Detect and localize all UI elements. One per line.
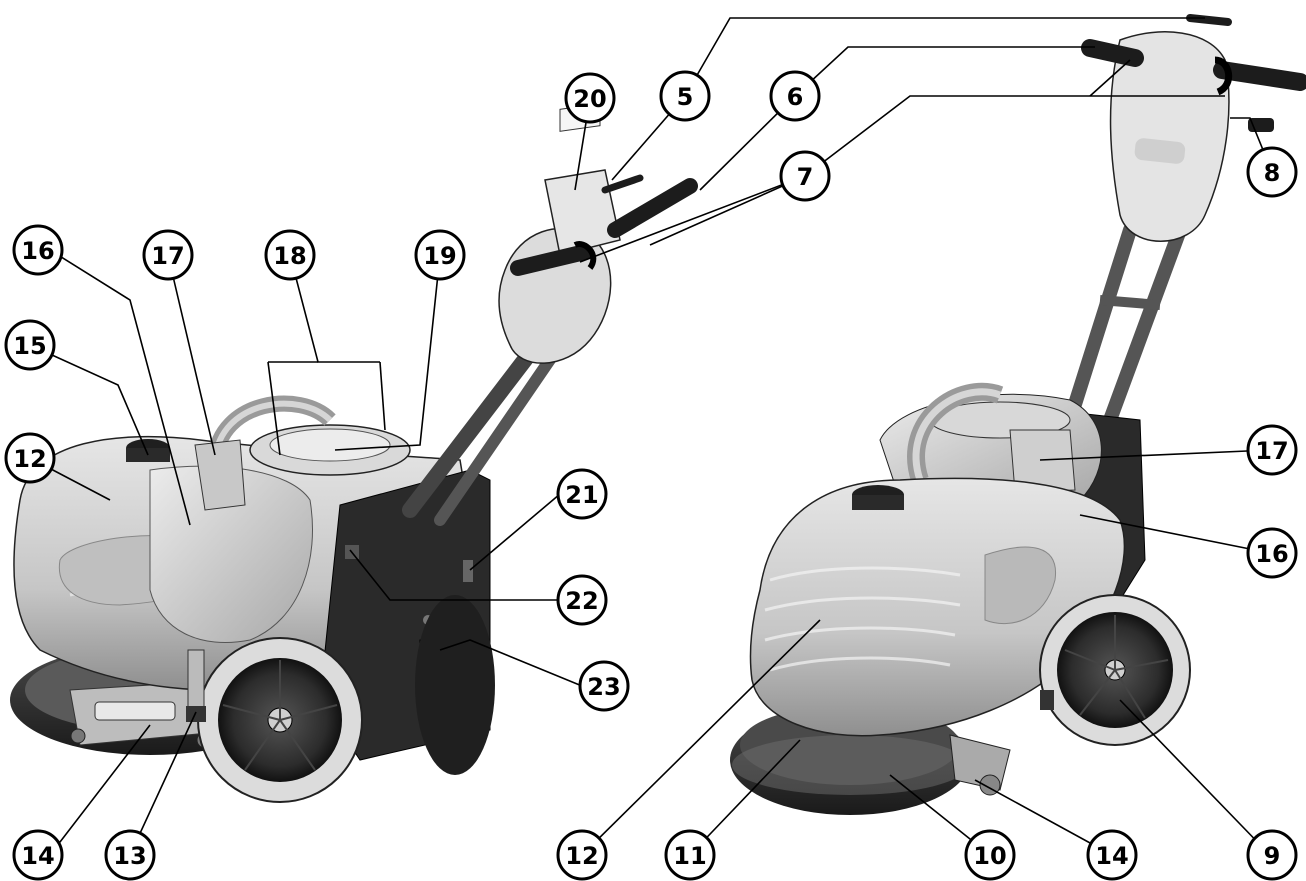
callout-14-left: 14 — [12, 829, 64, 881]
callout-10: 10 — [964, 829, 1016, 881]
svg-text:17: 17 — [1255, 437, 1288, 465]
left-machine — [10, 103, 698, 803]
callout-12-left: 12 — [4, 432, 56, 484]
left-control-head — [498, 227, 612, 364]
svg-text:8: 8 — [1264, 159, 1281, 187]
left-handgrip-left — [510, 244, 593, 276]
svg-text:22: 22 — [565, 587, 598, 615]
svg-text:14: 14 — [1095, 842, 1128, 870]
callout-17-right: 17 — [1246, 424, 1298, 476]
svg-text:21: 21 — [565, 481, 598, 509]
callout-18: 18 — [264, 229, 316, 281]
callout-22: 22 — [556, 574, 608, 626]
left-handle-shaft — [402, 332, 548, 518]
svg-text:16: 16 — [21, 237, 54, 265]
svg-text:20: 20 — [573, 85, 606, 113]
right-handle-frame — [1063, 223, 1187, 427]
callout-7: 7 — [779, 150, 831, 202]
right-nozzle — [1009, 429, 1076, 493]
svg-text:7: 7 — [797, 163, 814, 191]
svg-text:12: 12 — [13, 445, 46, 473]
svg-text:18: 18 — [273, 242, 306, 270]
svg-text:13: 13 — [113, 842, 146, 870]
svg-text:6: 6 — [787, 83, 804, 111]
callout-20: 20 — [564, 72, 616, 124]
svg-text:12: 12 — [565, 842, 598, 870]
callout-14-right: 14 — [1086, 829, 1138, 881]
callout-13: 13 — [104, 829, 156, 881]
callout-16-right: 16 — [1246, 527, 1298, 579]
callout-17-left: 17 — [142, 229, 194, 281]
right-machine — [730, 14, 1306, 815]
callout-16-left: 16 — [12, 224, 64, 276]
svg-text:17: 17 — [151, 242, 184, 270]
svg-text:15: 15 — [13, 332, 46, 360]
svg-text:19: 19 — [423, 242, 456, 270]
callout-15: 15 — [4, 319, 56, 371]
callout-11: 11 — [664, 829, 716, 881]
left-side-cover — [149, 465, 313, 644]
callout-8: 8 — [1246, 146, 1298, 198]
svg-text:11: 11 — [673, 842, 706, 870]
left-nozzle — [194, 439, 246, 511]
svg-text:10: 10 — [973, 842, 1006, 870]
callout-12-right: 12 — [556, 829, 608, 881]
callout-19: 19 — [414, 229, 466, 281]
leader-lines — [29, 17, 1273, 856]
svg-text:5: 5 — [677, 83, 694, 111]
svg-text:9: 9 — [1264, 842, 1281, 870]
svg-text:14: 14 — [21, 842, 54, 870]
right-control-head — [1109, 31, 1230, 242]
svg-text:16: 16 — [1255, 540, 1288, 568]
right-handgrip-right — [1213, 61, 1306, 91]
right-handgrip-left — [1081, 39, 1144, 67]
callout-6: 6 — [769, 70, 821, 122]
callout-9: 9 — [1246, 829, 1298, 881]
left-handgrip-right — [607, 178, 698, 238]
callout-21: 21 — [556, 468, 608, 520]
callout-5: 5 — [659, 70, 711, 122]
svg-text:23: 23 — [587, 673, 620, 701]
callout-23: 23 — [578, 660, 630, 712]
